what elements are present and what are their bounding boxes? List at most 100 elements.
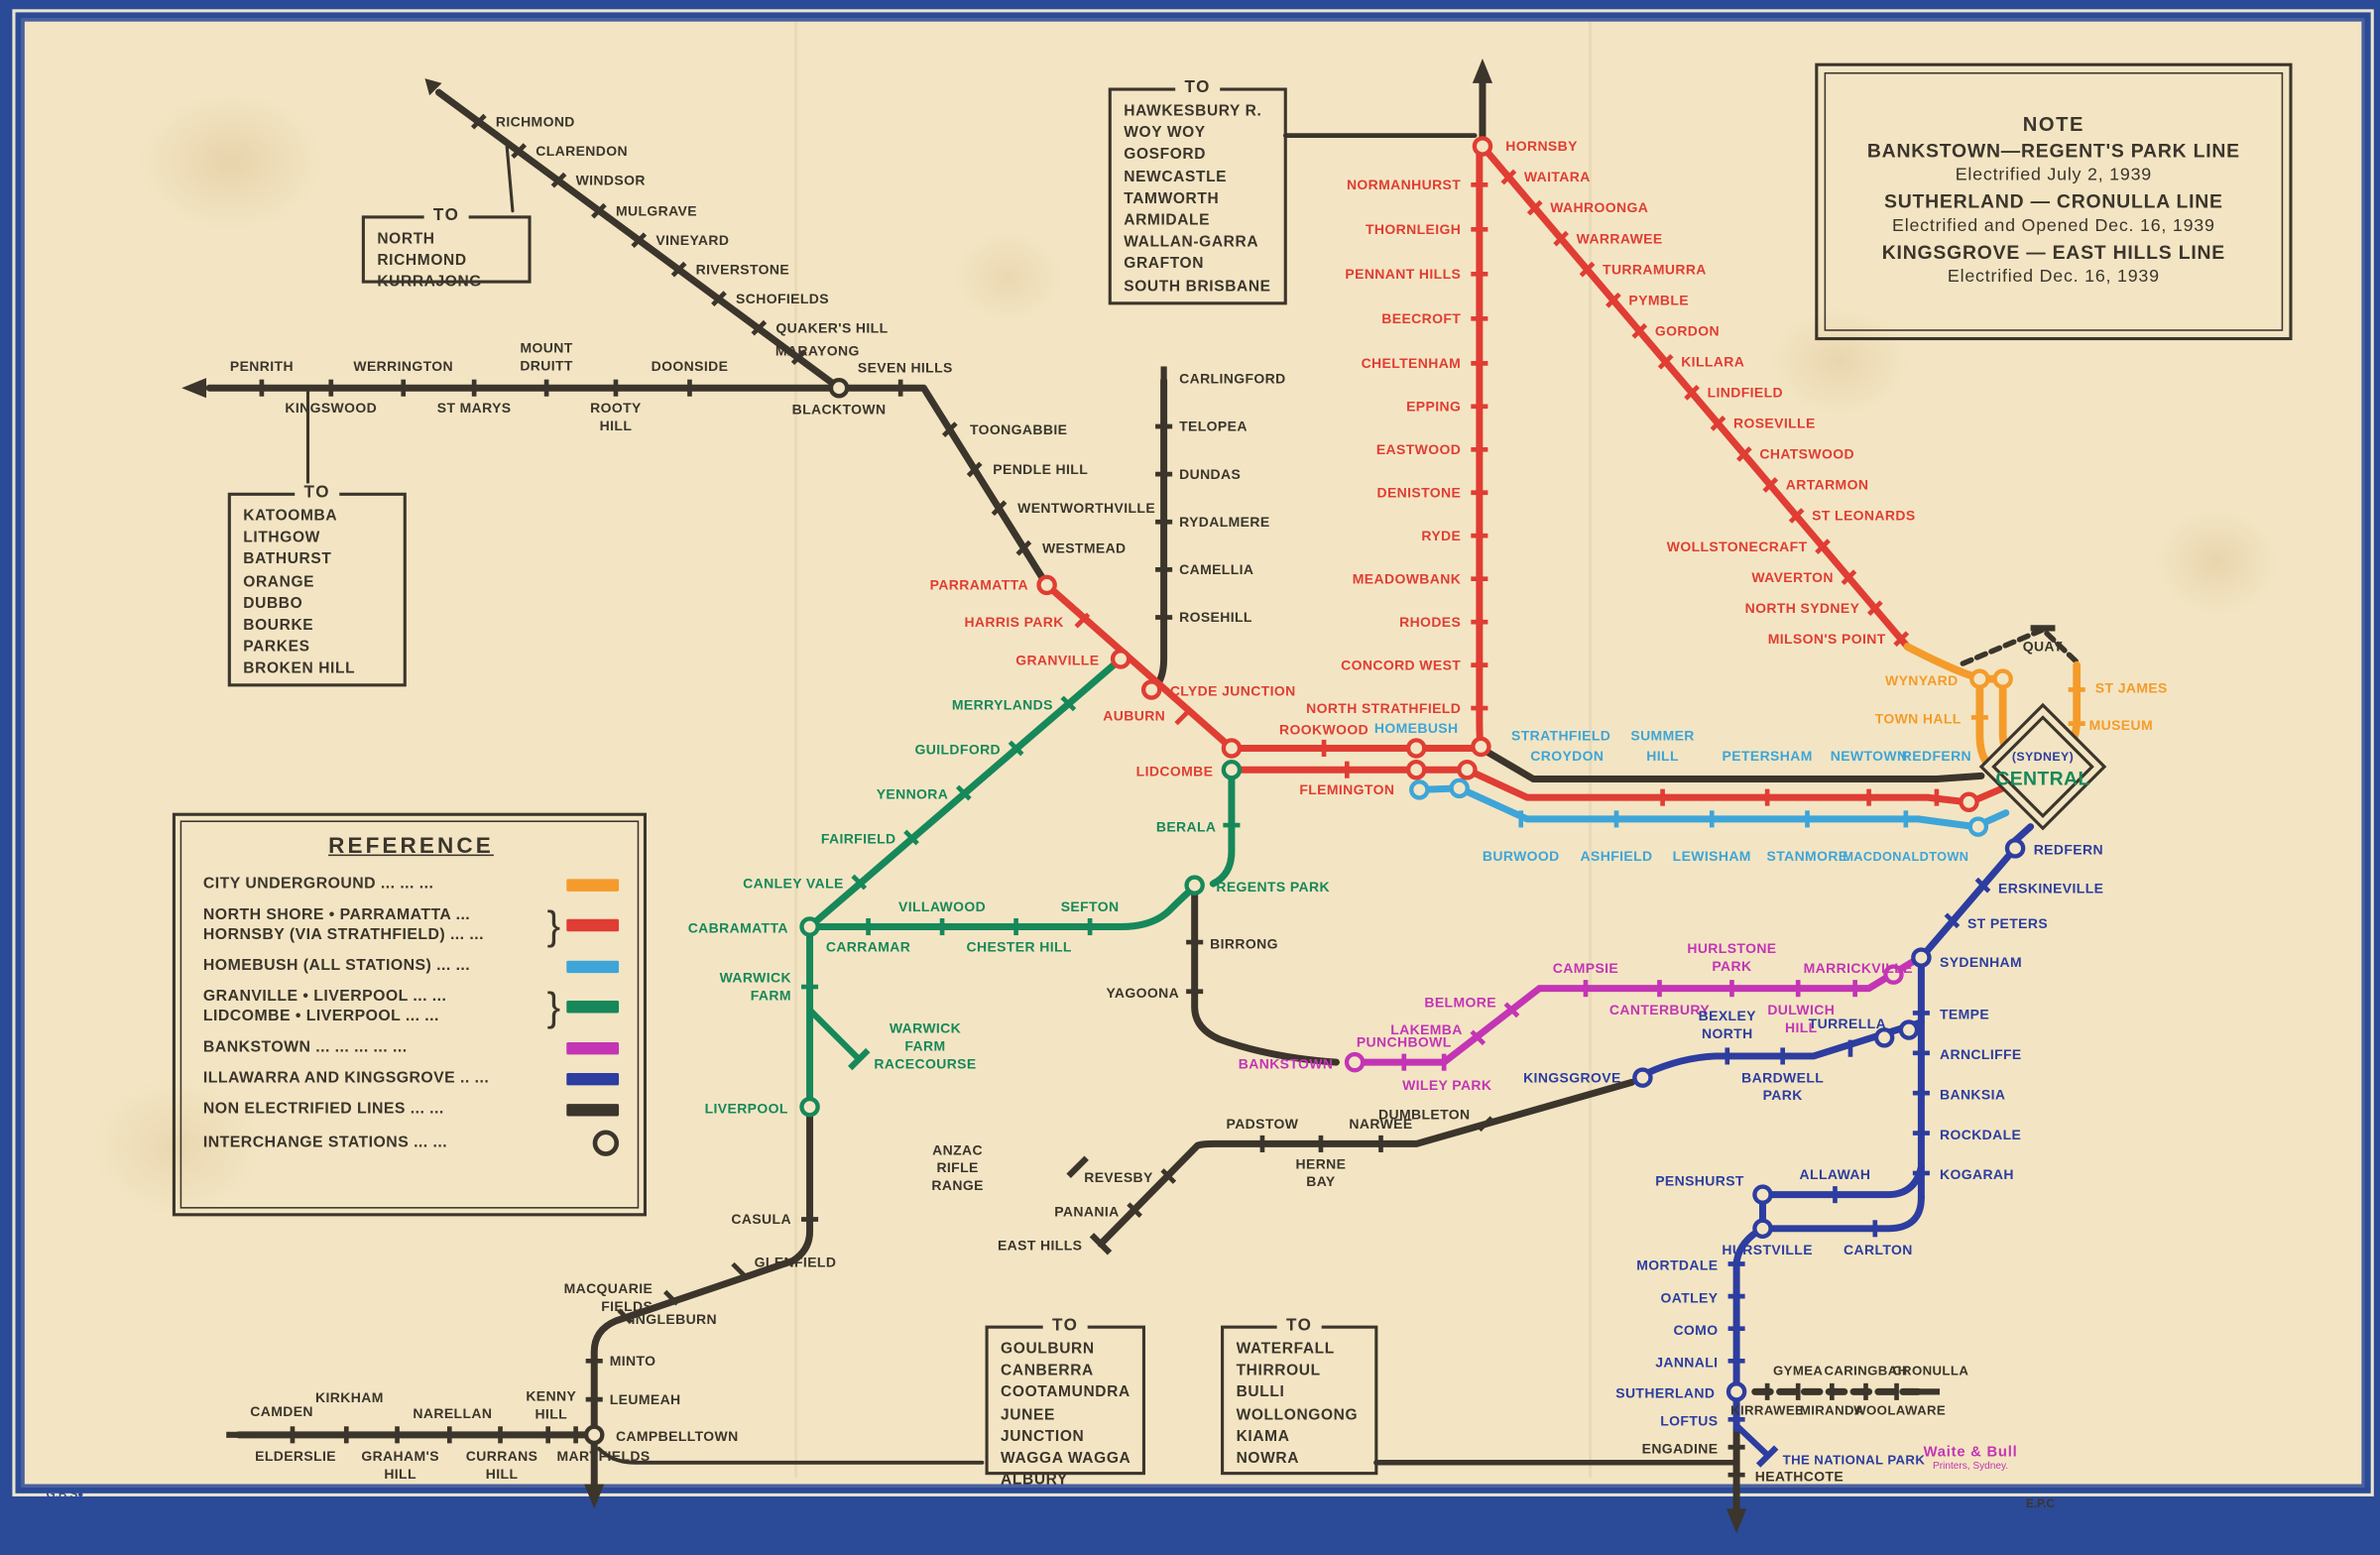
station-label: REDFERN xyxy=(1902,748,1971,764)
station-label: EASTWOOD xyxy=(1376,441,1461,457)
station-label: SUTHERLAND xyxy=(1615,1385,1715,1401)
station-label: HILL xyxy=(1785,1019,1818,1035)
note-line: Electrified July 2, 1939 xyxy=(1955,167,2152,185)
station-label: CABRAMATTA xyxy=(688,920,788,936)
station-tick xyxy=(955,784,972,801)
station-tick xyxy=(1893,631,1910,648)
legend-label: CITY UNDERGROUND ... ... ... xyxy=(202,876,434,894)
station-label: KIRRAWEE xyxy=(1730,1403,1804,1418)
station-tick xyxy=(1060,695,1077,712)
interchange-marker xyxy=(1898,1019,1920,1040)
destination-item: HAWKESBURY R. xyxy=(1124,103,1262,121)
legend-row: CITY UNDERGROUND ... ... ... xyxy=(202,875,620,895)
printer-imprint: Waite & Bull Printers, Sydney. xyxy=(1909,1444,2032,1472)
station-tick xyxy=(711,291,727,307)
station-tick xyxy=(1174,709,1191,726)
terminal-tick xyxy=(848,1047,871,1071)
station-label: CRONULLA xyxy=(1892,1363,1968,1377)
interchange-marker xyxy=(1036,574,1057,596)
station-label: DUNDAS xyxy=(1179,466,1241,482)
station-label: BLACKTOWN xyxy=(792,402,887,418)
station-label: BANKSIA xyxy=(1940,1086,2005,1102)
interchange-marker xyxy=(1405,738,1427,759)
station-label: CARLINGFORD xyxy=(1179,371,1285,387)
station-label: LAKEMBA xyxy=(1390,1021,1463,1037)
station-label: INGLEBURN xyxy=(631,1311,717,1327)
station-label: HORNSBY xyxy=(1505,138,1578,154)
note-title: NOTE xyxy=(2022,112,2085,136)
station-label: TEMPE xyxy=(1940,1007,1989,1022)
station-label: (SYDNEY) xyxy=(2012,750,2074,764)
station-label: PUNCHBOWL xyxy=(1357,1034,1452,1050)
station-label: ENGADINE xyxy=(1642,1440,1719,1456)
station-label: VILLAWOOD xyxy=(898,898,986,914)
station-label: SUMMER xyxy=(1630,728,1694,744)
station-label: NARELLAN xyxy=(413,1405,492,1421)
station-label: LEUMEAH xyxy=(610,1391,681,1407)
destination-item: NEWCASTLE xyxy=(1124,169,1228,186)
station-label: WYNYARD xyxy=(1885,672,1959,688)
legend-row: NORTH SHORE • PARRAMATTA ...HORNSBY (VIA… xyxy=(202,905,620,945)
interchange-marker xyxy=(1632,1067,1653,1088)
destination-item: LITHGOW xyxy=(243,530,320,547)
station-tick xyxy=(1526,199,1543,216)
station-label: MEADOWBANK xyxy=(1353,570,1461,586)
station-label: RIFLE xyxy=(936,1159,978,1175)
interchange-marker xyxy=(1959,791,1979,813)
station-label: CHATSWOOD xyxy=(1759,446,1854,462)
station-label: HILL xyxy=(486,1466,519,1482)
destination-item: ALBURY xyxy=(1001,1472,1068,1490)
legend-row: BANKSTOWN ... ... ... ... ... xyxy=(203,1037,620,1057)
station-label: HURLSTONE xyxy=(1687,940,1776,956)
station-label: HILL xyxy=(1646,748,1679,764)
station-label: CHELTENHAM xyxy=(1362,355,1462,371)
legend-label: NORTH SHORE • PARRAMATTA ...HORNSBY (VIA… xyxy=(202,906,484,944)
station-label: MARYFIELDS xyxy=(556,1448,650,1464)
station-label: WARWICK xyxy=(720,969,791,985)
station-label: WILEY PARK xyxy=(1402,1077,1491,1093)
destination-item: WOY WOY xyxy=(1124,125,1206,143)
station-label: NORMANHURST xyxy=(1347,177,1461,192)
interchange-marker xyxy=(1221,759,1243,780)
station-label: MULGRAVE xyxy=(616,202,697,218)
legend-label: GRANVILLE • LIVERPOOL ... ...LIDCOMBE • … xyxy=(202,988,447,1025)
station-label: OATLEY xyxy=(1661,1289,1719,1305)
station-label: ELDERSLIE xyxy=(255,1448,336,1464)
legend-label: HOMEBUSH (ALL STATIONS) ... ... xyxy=(202,957,471,975)
interchange-marker xyxy=(1449,778,1470,799)
legend-row: GRANVILLE • LIVERPOOL ... ...LIDCOMBE • … xyxy=(202,987,620,1026)
station-tick xyxy=(851,874,868,891)
terminal-tick xyxy=(1089,1233,1113,1256)
legend-label: INTERCHANGE STATIONS ... ... xyxy=(202,1135,448,1152)
station-label: MOUNT xyxy=(521,339,573,355)
line-end-arrow xyxy=(1726,1508,1747,1534)
station-label: CLARENDON xyxy=(536,143,628,159)
line-end-arrow xyxy=(584,1484,605,1509)
station-label: PENNANT HILLS xyxy=(1345,266,1461,282)
station-tick xyxy=(1710,416,1726,431)
terminal-tick xyxy=(1755,1445,1779,1468)
interchange-marker xyxy=(1472,136,1493,157)
station-tick xyxy=(550,172,567,188)
station-label: REGENTS PARK xyxy=(1216,879,1330,895)
station-tick xyxy=(1657,353,1674,370)
rail-line xyxy=(1191,891,1340,1066)
station-label: KINGSWOOD xyxy=(285,400,377,416)
station-label: CHESTER HILL xyxy=(967,938,1072,954)
station-label: BIRRONG xyxy=(1210,935,1278,951)
station-label: RACECOURSE xyxy=(874,1055,976,1071)
station-tick xyxy=(751,319,768,336)
station-label: RIVERSTONE xyxy=(696,261,789,277)
destination-item: SOUTH BRISBANE xyxy=(1124,278,1271,296)
note-line: Electrified Dec. 16, 1939 xyxy=(1947,268,2160,288)
station-tick xyxy=(670,261,687,278)
station-label: KOGARAH xyxy=(1940,1166,2014,1182)
destination-item: PARKES xyxy=(243,639,310,657)
destination-item: BROKEN HILL xyxy=(243,660,356,678)
station-label: MUSEUM xyxy=(2089,717,2153,733)
